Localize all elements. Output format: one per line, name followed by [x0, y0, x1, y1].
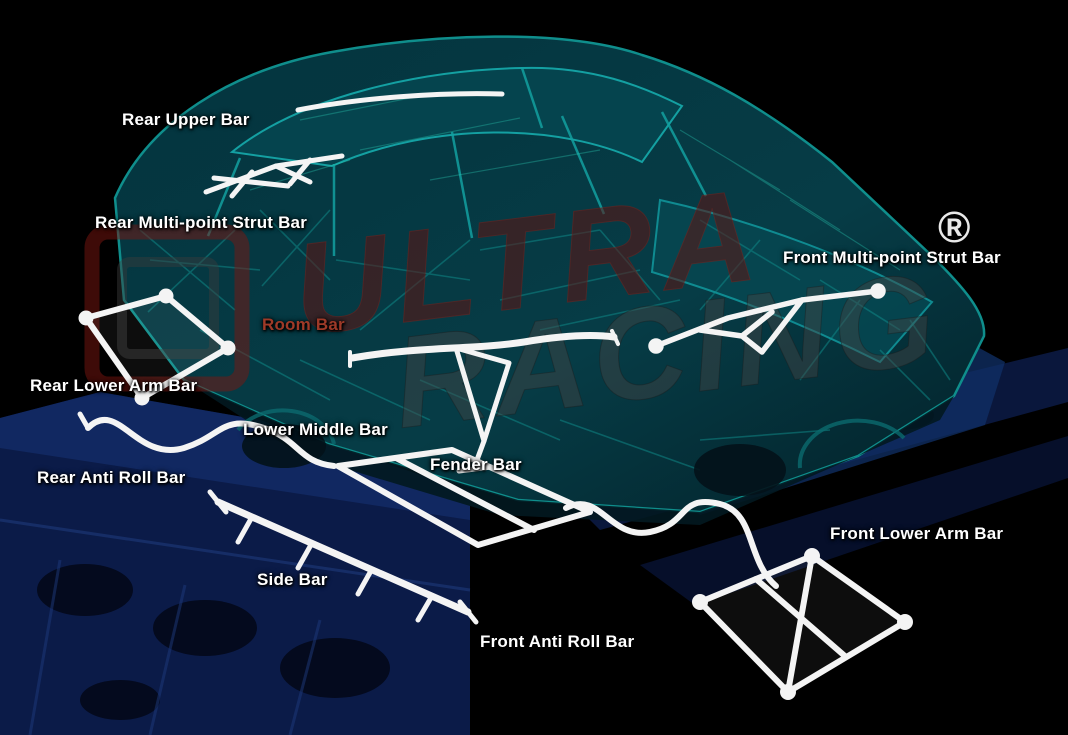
label-front-lower-arm-bar: Front Lower Arm Bar [830, 524, 1004, 543]
rear-upper-bar-art [295, 91, 505, 113]
label-side-bar: Side Bar [257, 570, 328, 589]
label-lower-middle-bar: Lower Middle Bar [243, 420, 388, 439]
label-front-multi-point-strut-bar: Front Multi-point Strut Bar [783, 248, 1001, 267]
room-bar-art [348, 329, 620, 368]
front-lower-arm-bar-art [692, 548, 913, 700]
label-rear-lower-arm-bar: Rear Lower Arm Bar [30, 376, 198, 395]
lower-middle-bar-art [335, 447, 593, 548]
registered-trademark-symbol: ® [938, 203, 971, 252]
rear-multi-point-strut-bar-art [203, 153, 345, 199]
label-rear-anti-roll-bar: Rear Anti Roll Bar [37, 468, 186, 487]
label-rear-multi-point-strut-bar: Rear Multi-point Strut Bar [95, 213, 308, 232]
label-rear-upper-bar: Rear Upper Bar [122, 110, 250, 129]
label-room-bar: Room Bar [262, 315, 345, 334]
front-anti-roll-bar-art [563, 499, 779, 589]
label-fender-bar: Fender Bar [430, 455, 522, 474]
rear-lower-arm-bar-art [78, 288, 236, 406]
rear-anti-roll-bar-art [77, 411, 337, 469]
label-front-anti-roll-bar: Front Anti Roll Bar [480, 632, 635, 651]
strut-bars-art [77, 91, 913, 700]
front-multi-point-strut-bar-art [648, 283, 886, 355]
side-bar-art [207, 489, 479, 625]
